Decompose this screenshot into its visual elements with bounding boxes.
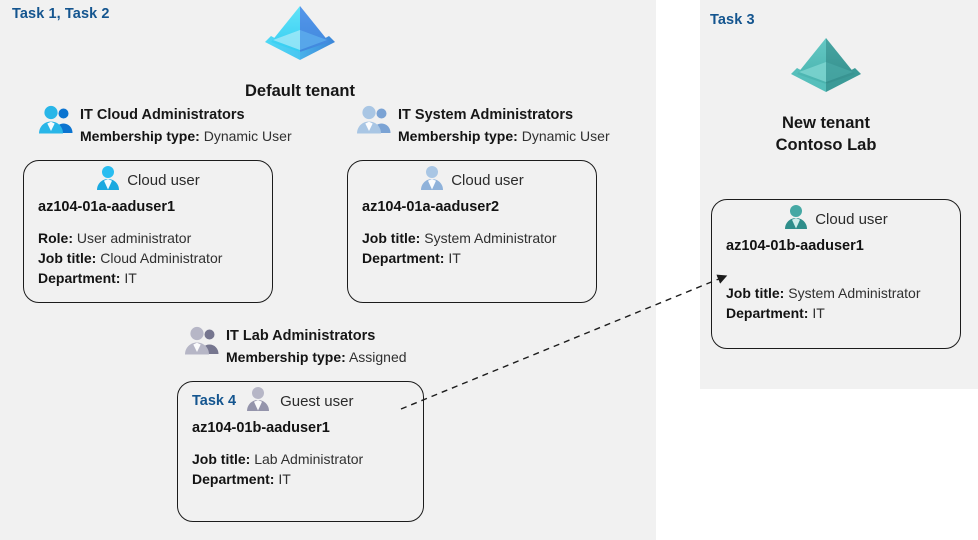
group-membership: Membership type: Dynamic User [398,126,610,146]
user-type-label: Guest user [280,392,354,410]
property-label: Role: [38,230,73,246]
property-value: IT [278,470,291,487]
property-value: System Administrator [424,230,557,246]
task-label-3: Task 3 [710,12,755,28]
card-header: Cloud user [24,165,272,195]
cloud-user-icon [420,165,444,196]
card-header: Task 4 Guest user [178,386,423,416]
property-label: Job title: [192,451,251,467]
property-row: Department: IT [192,470,423,490]
default-tenant-name: Default tenant [244,82,355,100]
cloud-user-icon [96,165,120,196]
user-card-az104-01a-aaduser1[interactable]: Cloud user az104-01a-aaduser1 Role: User… [23,160,273,303]
property-label: Job title: [362,230,421,246]
user-type-label: Cloud user [815,210,888,228]
membership-label: Membership type: [398,128,518,145]
property-value: User administrator [76,230,192,246]
property-label: Job title: [726,285,785,301]
property-value: Lab Administrator [254,451,364,467]
user-card-az104-01a-aaduser2[interactable]: Cloud user az104-01a-aaduser2 Job title:… [347,160,597,303]
group-it-lab-administrators: IT Lab Administrators Membership type: A… [184,325,407,367]
property-row: Job title: Cloud Administrator [38,249,272,269]
users-group-icon [356,104,392,141]
cloud-user-icon [784,204,808,235]
property-row: Job title: System Administrator [726,284,960,304]
property-label: Department: [192,470,275,487]
card-header: Cloud user [712,204,960,234]
property-value: IT [448,249,461,266]
user-properties: Job title: System Administrator Departme… [362,229,596,269]
property-row: Department: IT [362,249,596,269]
property-label: Department: [362,249,445,266]
user-name: az104-01b-aaduser1 [726,238,864,254]
property-label: Job title: [38,249,97,266]
user-name: az104-01b-aaduser1 [192,420,330,436]
property-row: Job title: Lab Administrator [192,450,423,470]
new-tenant-name-line2: Contoso Lab [775,136,877,155]
property-label: Department: [38,269,121,286]
new-tenant-block: New tenant Contoso Lab [716,32,936,157]
membership-value: Dynamic User [521,128,610,145]
card-header: Cloud user [348,165,596,195]
group-membership: Membership type: Assigned [226,347,407,367]
users-group-icon [38,104,74,141]
group-it-cloud-administrators: IT Cloud Administrators Membership type:… [38,104,292,146]
user-name: az104-01a-aaduser1 [38,199,176,215]
azure-tenant-pyramid-icon [190,2,410,77]
membership-value: Dynamic User [203,128,292,145]
property-value: Cloud Administrator [100,249,223,266]
property-row: Department: IT [726,304,960,324]
group-name: IT Lab Administrators [226,328,376,344]
azure-tenant-pyramid-icon [716,32,936,109]
guest-user-icon [246,386,270,417]
property-value: IT [124,269,137,286]
user-properties: Job title: System Administrator Departme… [726,284,960,324]
group-name: IT Cloud Administrators [80,107,245,123]
user-card-az104-01b-aaduser1-guest[interactable]: Task 4 Guest user az104-01b-aaduser1 Job… [177,381,424,522]
property-row: Department: IT [38,269,272,289]
task-label-4: Task 4 [192,393,237,409]
user-properties: Job title: Lab Administrator Department:… [192,450,423,490]
group-membership: Membership type: Dynamic User [80,126,292,146]
user-properties: Role: User administrator Job title: Clou… [38,229,272,289]
new-tenant-name-line1: New tenant [781,114,870,132]
user-name: az104-01a-aaduser2 [362,199,500,215]
user-card-az104-01b-aaduser1-new-tenant[interactable]: Cloud user az104-01b-aaduser1 Job title:… [711,199,961,349]
membership-label: Membership type: [80,128,200,145]
property-row: Job title: System Administrator [362,229,596,249]
membership-value: Assigned [348,349,407,366]
group-it-system-administrators: IT System Administrators Membership type… [356,104,610,146]
membership-label: Membership type: [226,349,346,366]
default-tenant-block: Default tenant [190,2,410,102]
property-value: IT [812,304,825,321]
property-row: Role: User administrator [38,229,272,249]
property-label: Department: [726,304,809,321]
users-group-icon [184,325,220,362]
task-label-1-2: Task 1, Task 2 [12,6,110,22]
property-value: System Administrator [788,285,921,301]
user-type-label: Cloud user [451,171,524,189]
group-name: IT System Administrators [398,107,574,123]
user-type-label: Cloud user [127,171,200,189]
